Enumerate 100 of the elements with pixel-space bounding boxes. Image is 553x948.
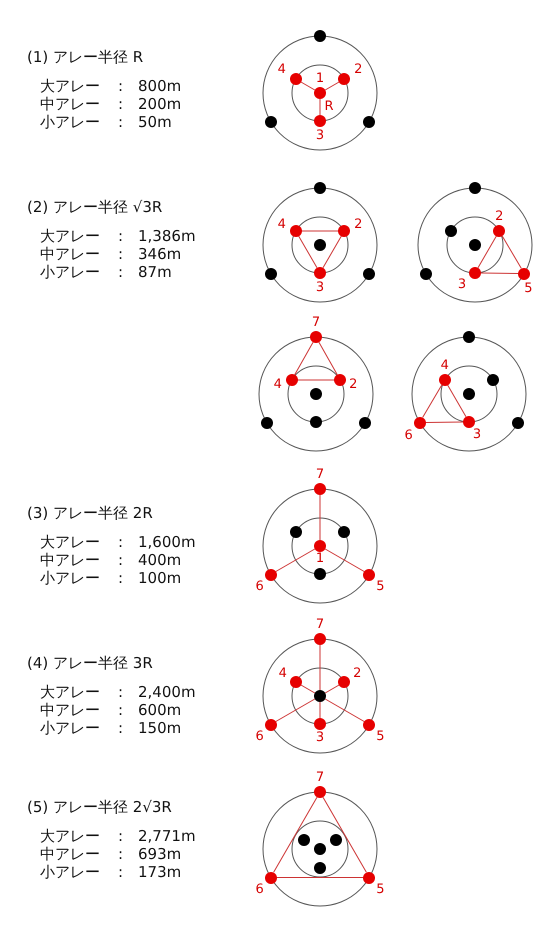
station-number: 5 xyxy=(376,580,384,594)
connector-line xyxy=(322,796,367,873)
station-number: 2 xyxy=(354,218,362,232)
station-number: 5 xyxy=(376,730,384,744)
array-name: 大アレー xyxy=(40,533,100,551)
station-number: 6 xyxy=(255,730,264,744)
station-dot xyxy=(314,690,326,702)
connector-line xyxy=(447,384,466,418)
station-number: 5 xyxy=(376,882,384,896)
array-name: 中アレー xyxy=(40,95,100,113)
connector-line xyxy=(425,422,464,423)
distance-value: 400m xyxy=(138,551,182,569)
distance-value: 2,400m xyxy=(138,683,196,701)
connector-line xyxy=(318,342,338,376)
separator-colon: : xyxy=(118,551,124,569)
station-number: 5 xyxy=(524,282,532,296)
array-name: 中アレー xyxy=(40,245,100,263)
station-number: 4 xyxy=(278,667,287,681)
connector-line xyxy=(298,236,318,268)
connector-line xyxy=(478,236,497,268)
separator-colon: : xyxy=(118,683,124,701)
distance-value: 50m xyxy=(138,113,172,131)
array-name: 中アレー xyxy=(40,701,100,719)
station-number: 3 xyxy=(458,278,466,292)
connector-line xyxy=(275,548,316,572)
station-number: 6 xyxy=(255,882,264,896)
station-number: 7 xyxy=(316,618,324,632)
station-number: 3 xyxy=(316,731,324,745)
separator-colon: : xyxy=(118,569,124,587)
separator-colon: : xyxy=(118,95,124,113)
connector-line xyxy=(322,236,342,268)
station-dot xyxy=(314,182,326,194)
connector-line xyxy=(276,877,364,878)
connector-line xyxy=(324,548,365,572)
distance-value: 346m xyxy=(138,245,182,263)
station-dot xyxy=(314,568,326,580)
station-dot xyxy=(310,388,322,400)
station-number: 6 xyxy=(404,428,413,442)
station-dot xyxy=(512,416,524,428)
section-heading: (4) アレー半径 3R xyxy=(27,654,153,672)
station-dot xyxy=(314,843,326,855)
station-dot xyxy=(469,182,481,194)
station-dot xyxy=(260,416,273,428)
array-name: 大アレー xyxy=(40,77,100,95)
separator-colon: : xyxy=(118,113,124,131)
array-name: 大アレー xyxy=(40,227,100,245)
station-number: 4 xyxy=(274,378,282,392)
distance-value: 173m xyxy=(138,863,182,881)
array-name: 大アレー xyxy=(40,683,100,701)
station-dot xyxy=(359,416,372,428)
connector-line xyxy=(422,384,442,418)
separator-colon: : xyxy=(118,263,124,281)
array-name: 大アレー xyxy=(40,827,100,845)
station-dot xyxy=(444,225,457,237)
separator-colon: : xyxy=(118,701,124,719)
station-number: 3 xyxy=(472,428,482,442)
station-number: 3 xyxy=(316,281,324,295)
connector-line xyxy=(324,684,340,694)
array-name: 小アレー xyxy=(40,263,100,281)
station-number: 2 xyxy=(349,378,358,392)
connector-line xyxy=(275,698,316,722)
station-number: 4 xyxy=(440,359,449,373)
array-name: 小アレー xyxy=(40,719,100,737)
array-name: 小アレー xyxy=(40,863,100,881)
distance-value: 1,600m xyxy=(138,533,196,551)
connector-line xyxy=(301,230,339,232)
station-dot xyxy=(463,331,475,343)
separator-colon: : xyxy=(118,827,124,845)
separator-colon: : xyxy=(118,227,124,245)
connector-line xyxy=(480,272,519,274)
station-dot xyxy=(420,268,432,280)
station-dot xyxy=(314,862,326,874)
separator-colon: : xyxy=(118,719,124,737)
station-dot xyxy=(363,268,376,280)
section-heading: (3) アレー半径 2R xyxy=(27,504,153,522)
station-number: 4 xyxy=(278,218,286,232)
connector-line xyxy=(324,698,365,722)
distance-value: 1,386m xyxy=(138,227,196,245)
distance-value: 2,771m xyxy=(138,827,196,845)
separator-colon: : xyxy=(118,845,124,863)
station-dot xyxy=(487,374,500,386)
station-number: 2 xyxy=(353,667,362,681)
array-name: 小アレー xyxy=(40,113,100,131)
station-number: 4 xyxy=(278,63,286,77)
distance-value: 100m xyxy=(138,569,182,587)
connector-line xyxy=(502,236,522,269)
station-dot xyxy=(310,416,322,428)
station-number: 7 xyxy=(312,316,320,330)
distance-value: 150m xyxy=(138,719,182,737)
station-dot xyxy=(264,268,277,280)
station-number: 7 xyxy=(316,771,324,785)
distance-value: 600m xyxy=(138,701,182,719)
distance-value: 800m xyxy=(138,77,182,95)
station-number: 6 xyxy=(255,580,264,594)
connector-line xyxy=(324,82,340,90)
station-number: 3 xyxy=(316,129,324,143)
connector-line xyxy=(294,342,314,376)
distance-value: 200m xyxy=(138,95,182,113)
station-dot xyxy=(469,239,481,251)
connector-line xyxy=(300,684,316,694)
